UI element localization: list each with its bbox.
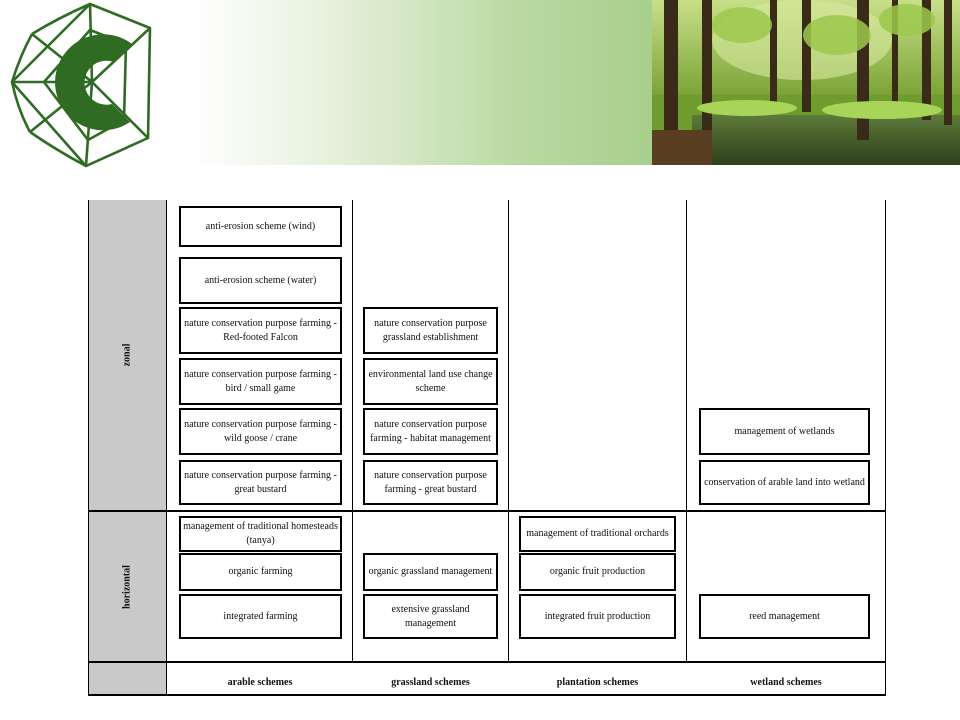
scheme-box: extensive grassland management bbox=[363, 594, 498, 639]
scheme-box: nature conservation purpose farming - wi… bbox=[179, 408, 342, 455]
scheme-box: integrated fruit production bbox=[519, 594, 676, 639]
footer-label-cell bbox=[88, 663, 166, 696]
grid-line bbox=[88, 510, 886, 512]
scheme-matrix: zonal horizontal anti-erosion scheme (wi… bbox=[88, 200, 886, 696]
scheme-box: nature conservation purpose farming - bi… bbox=[179, 358, 342, 405]
scheme-box: anti-erosion scheme (water) bbox=[179, 257, 342, 304]
scheme-box: organic farming bbox=[179, 553, 342, 591]
scheme-box: nature conservation purpose farming - Re… bbox=[179, 307, 342, 354]
column-label-arable: arable schemes bbox=[227, 676, 293, 688]
column-label-wetland: wetland schemes bbox=[750, 676, 822, 688]
grid-line bbox=[166, 200, 167, 696]
scheme-box: nature conservation purpose farming - gr… bbox=[363, 460, 498, 505]
scheme-box: conservation of arable land into wetland bbox=[699, 460, 870, 505]
grid-line bbox=[352, 200, 353, 661]
grid-line bbox=[686, 200, 687, 661]
forest-wetland-photo bbox=[652, 0, 960, 165]
grid-line bbox=[88, 694, 886, 696]
column-label-grassland: grassland schemes bbox=[391, 676, 470, 688]
scheme-box: integrated farming bbox=[179, 594, 342, 639]
scheme-box: reed management bbox=[699, 594, 870, 639]
grid-line bbox=[88, 200, 89, 696]
web-c-logo bbox=[10, 2, 152, 168]
scheme-box: environmental land use change scheme bbox=[363, 358, 498, 405]
scheme-box: management of traditional orchards bbox=[519, 516, 676, 552]
scheme-box: nature conservation purpose farming - ha… bbox=[363, 408, 498, 455]
scheme-box: management of wetlands bbox=[699, 408, 870, 455]
scheme-box: organic grassland management bbox=[363, 553, 498, 591]
zonal-row-label: zonal bbox=[88, 200, 166, 510]
scheme-box: organic fruit production bbox=[519, 553, 676, 591]
scheme-box: nature conservation purpose farming - gr… bbox=[179, 460, 342, 505]
scheme-box: nature conservation purpose grassland es… bbox=[363, 307, 498, 354]
grid-line bbox=[508, 200, 509, 661]
grid-line bbox=[885, 200, 886, 696]
grid-line bbox=[88, 661, 886, 663]
column-label-plantation: plantation schemes bbox=[556, 676, 639, 688]
scheme-box: anti-erosion scheme (wind) bbox=[179, 206, 342, 247]
scheme-box: management of traditional homesteads (ta… bbox=[179, 516, 342, 552]
horizontal-row-label: horizontal bbox=[88, 512, 166, 662]
